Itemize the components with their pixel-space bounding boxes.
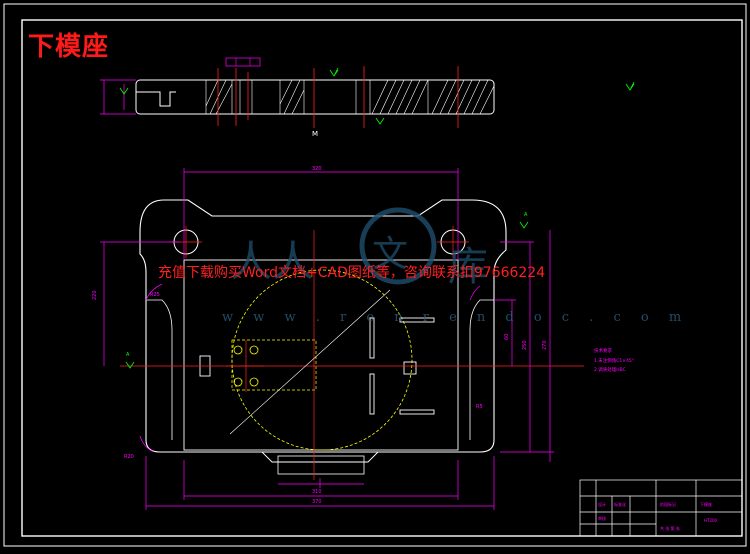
- plan-view: 320 310 370 220 250 270 60 R25 R20 R5 A …: [92, 166, 634, 510]
- svg-text:人人: 人人: [230, 237, 314, 286]
- svg-text:HT200: HT200: [704, 518, 718, 523]
- svg-text:A: A: [524, 212, 528, 218]
- svg-text:库: 库: [448, 244, 488, 290]
- svg-text:250: 250: [522, 340, 528, 350]
- section-view: M: [100, 57, 635, 138]
- drawing-title: 下模座: [28, 32, 110, 62]
- svg-text:设计: 设计: [598, 501, 606, 507]
- svg-text:1.未注倒角C1×45°: 1.未注倒角C1×45°: [594, 357, 634, 364]
- svg-text:R20: R20: [124, 454, 134, 460]
- title-block: [579, 479, 743, 537]
- svg-text:2.调质处理HBC: 2.调质处理HBC: [594, 366, 626, 373]
- svg-text:M: M: [312, 130, 318, 138]
- svg-text:阶段标记: 阶段标记: [660, 501, 676, 507]
- watermark-url: w w w . r e n r e n d o c . c o m: [222, 310, 690, 325]
- svg-text:标准化: 标准化: [614, 501, 626, 507]
- outer-border: [3, 3, 747, 547]
- svg-text:A: A: [126, 352, 130, 358]
- svg-text:共 张 第 张: 共 张 第 张: [660, 525, 680, 531]
- svg-text:60: 60: [504, 334, 510, 340]
- svg-text:文: 文: [372, 234, 408, 275]
- svg-text:310: 310: [312, 489, 322, 495]
- svg-text:370: 370: [312, 499, 322, 505]
- svg-text:审核: 审核: [598, 515, 606, 521]
- svg-text:R5: R5: [476, 404, 483, 410]
- svg-text:220: 220: [92, 290, 98, 300]
- svg-text:270: 270: [542, 340, 548, 350]
- svg-text:R25: R25: [150, 292, 160, 298]
- inner-border: [21, 19, 743, 537]
- svg-text:下模座: 下模座: [700, 501, 712, 507]
- watermark-notice: 充值下载购买Word文档+CAD图纸等，咨询联系扣97666224: [158, 265, 546, 281]
- svg-text:320: 320: [312, 166, 322, 172]
- svg-text:技术要求: 技术要求: [594, 347, 612, 354]
